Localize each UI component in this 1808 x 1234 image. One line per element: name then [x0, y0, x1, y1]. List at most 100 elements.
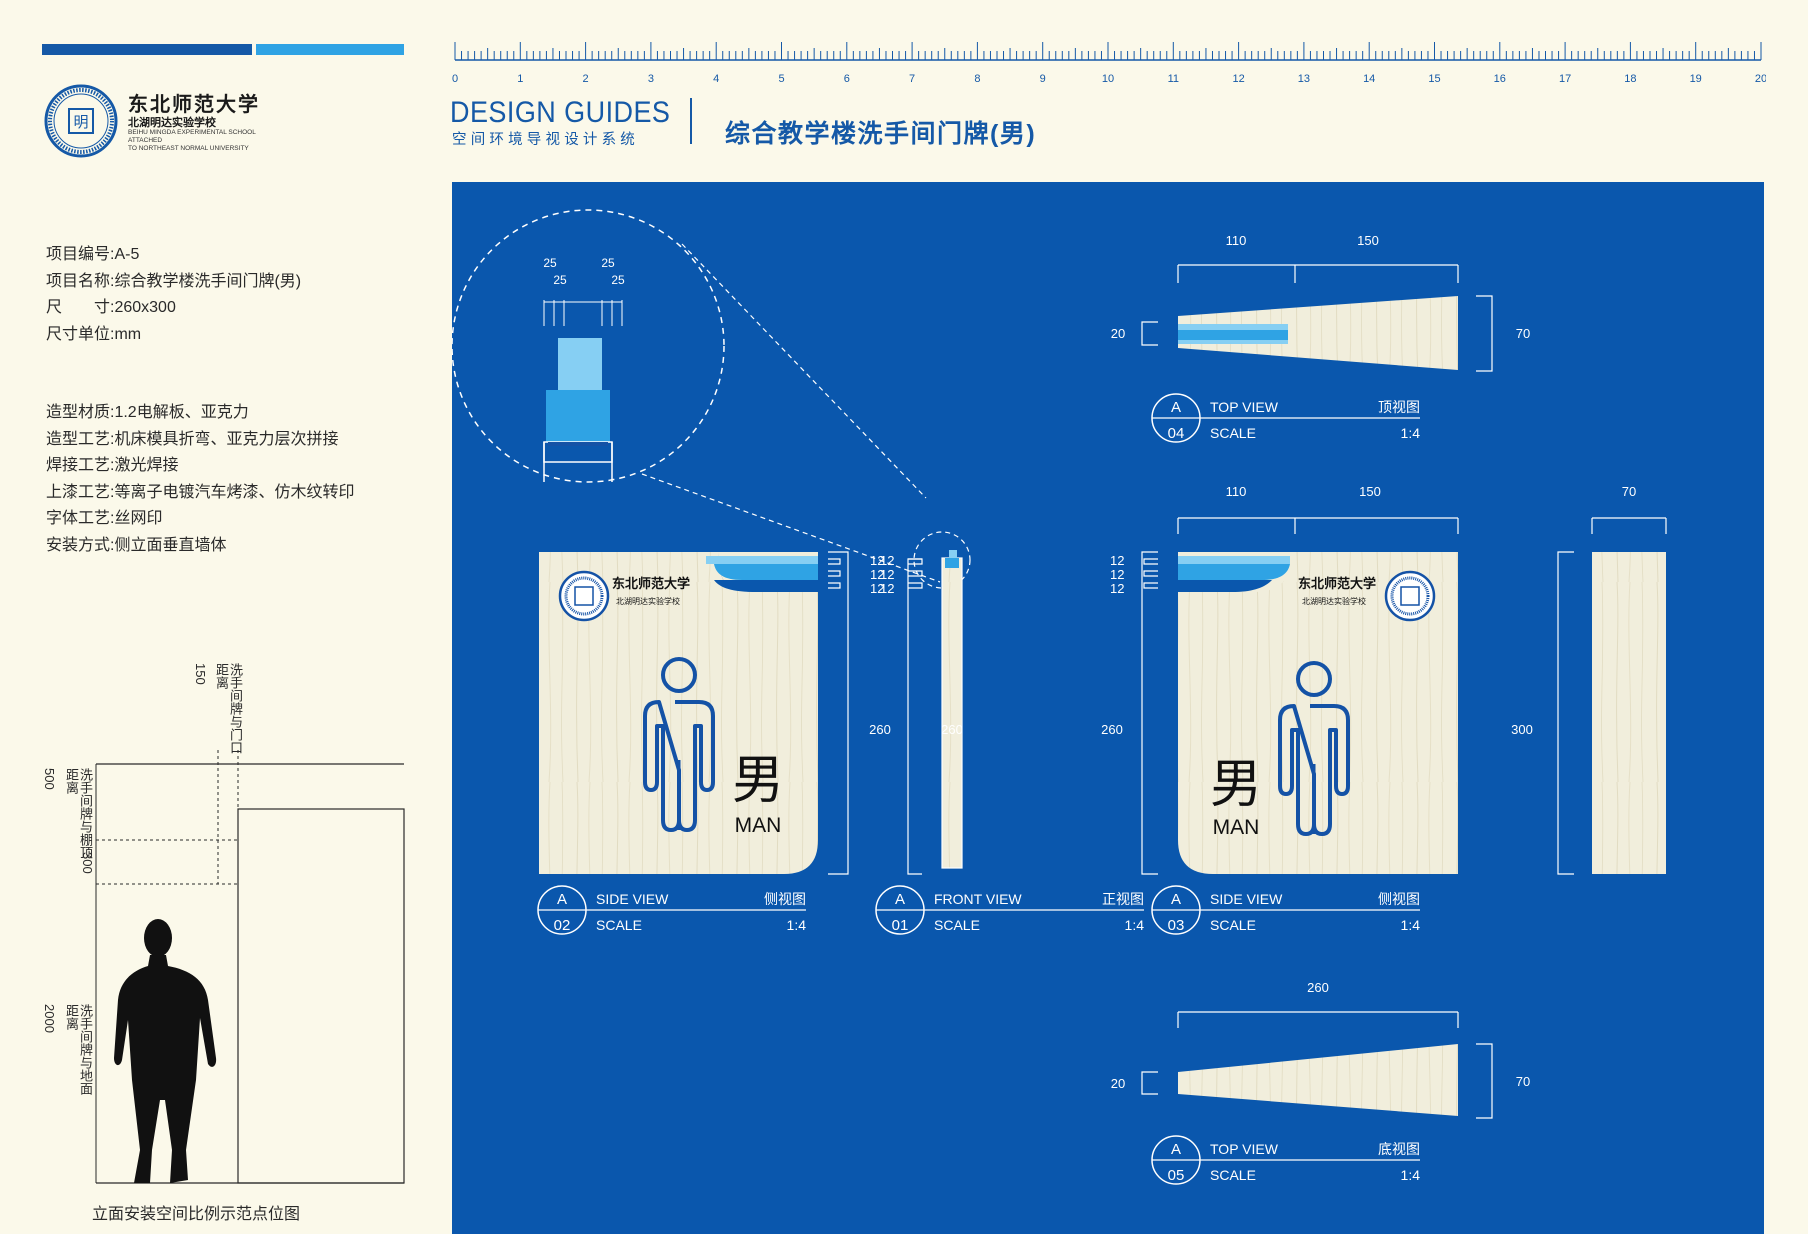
ruler-label-11: 11: [1168, 73, 1179, 85]
dim-300-edge: 300: [1511, 722, 1533, 737]
project-info: 项目编号:A-5 项目名称:综合教学楼洗手间门牌(男) 尺 寸:260x300 …: [46, 242, 301, 348]
ruler-ticks: [454, 42, 1762, 61]
ruler-label-17: 17: [1559, 73, 1571, 85]
install-label-door: 洗手间牌与门口距离: [214, 663, 243, 754]
dim-70-top: 70: [1516, 326, 1530, 341]
ruler-label-19: 19: [1690, 73, 1702, 85]
dim-12-a02-1: 12: [870, 553, 884, 568]
design-guides-title: DESIGN GUIDES: [450, 96, 671, 129]
install-caption: 立面安装空间比例示范点位图: [92, 1206, 301, 1223]
ruler-label-1: 1: [517, 73, 523, 85]
design-guides-subtitle: 空间环境导视设计系统: [452, 132, 639, 148]
side-view-a03: 东北师范大学 北湖明达实验学校 男 MAN 12 12 12 260 110 1…: [1101, 484, 1459, 875]
sign-char-a03: 男: [1210, 755, 1262, 815]
view-number: 01: [892, 917, 909, 934]
dim-12-a02-2: 12: [870, 567, 884, 582]
detail-profile: [543, 338, 613, 482]
ruler-label-2: 2: [583, 73, 589, 85]
view-letter: A: [1171, 1141, 1181, 1158]
view-scale: 1:4: [1401, 1167, 1421, 1183]
ruler-label-12: 12: [1232, 73, 1244, 85]
drawing-canvas: 25 25 25 25 110 150 20 70 东北师范大学 北湖明达实验学…: [452, 182, 1764, 1234]
person-silhouette-icon: [114, 919, 217, 1183]
detail-acrylic-top: [558, 338, 602, 390]
ruler-label-3: 3: [648, 73, 654, 85]
dim-150-a03: 150: [1359, 484, 1381, 499]
view-name-cn: 侧视图: [1378, 891, 1420, 907]
view-scale-label: SCALE: [1210, 917, 1256, 933]
install-diagram: [95, 750, 405, 1184]
view-name-cn: 侧视图: [764, 891, 806, 907]
ruler-label-18: 18: [1624, 73, 1636, 85]
logo-school-en: BEIHU MINGDA EXPERIMENTAL SCHOOL ATTACHE…: [128, 129, 288, 153]
view-scale: 1:4: [1125, 917, 1145, 933]
dim-70-edge: 70: [1622, 484, 1636, 499]
side-view-a02: 东北师范大学 北湖明达实验学校 男 MAN 12 12 12 260: [539, 551, 891, 875]
dim-12-a01-1: 12: [880, 553, 894, 568]
logo-name-cn: 东北师范大学: [128, 92, 260, 116]
front-view-a01: 12 12 12 260: [880, 531, 971, 875]
craft-info: 造型材质:1.2电解板、亚克力 造型工艺:机床模具折弯、亚克力层次拼接 焊接工艺…: [46, 400, 354, 559]
top-view-wedge: [1178, 296, 1458, 370]
dim-12-a02-3: 12: [870, 581, 884, 596]
dim-110-top: 110: [1226, 233, 1247, 248]
edge-view: 70 300: [1511, 484, 1667, 875]
detail-dim-4: 25: [611, 273, 625, 287]
dim-20-a05: 20: [1111, 1076, 1125, 1091]
view-name-cn: 顶视图: [1378, 399, 1420, 415]
project-no: 项目编号:A-5: [46, 246, 140, 263]
view-number: 03: [1168, 917, 1185, 934]
dim-12-a03-1: 12: [1110, 553, 1124, 568]
sign-en-a03: MAN: [1213, 816, 1260, 839]
bottom-view-a05: 260 20 70: [1111, 980, 1530, 1119]
sign-en-a02: MAN: [735, 814, 782, 837]
door-frame: [237, 808, 405, 1184]
dim-12-a01-3: 12: [880, 581, 894, 596]
craft-weld: 焊接工艺:激光焊接: [46, 457, 179, 474]
view-scale: 1:4: [1401, 917, 1421, 933]
dim-260-a01: 260: [941, 722, 963, 737]
technical-drawing: 25 25 25 25 110 150 20 70 东北师范大学 北湖明达实验学…: [452, 209, 1667, 1185]
view-number: 04: [1168, 425, 1185, 442]
ruler-label-7: 7: [909, 73, 915, 85]
page-title: 综合教学楼洗手间门牌(男): [725, 120, 1037, 148]
detail-dimensions: [543, 300, 623, 326]
view-scale-label: SCALE: [1210, 425, 1256, 441]
dim-20-top: 20: [1111, 326, 1125, 341]
view-name: TOP VIEW: [1210, 1141, 1279, 1157]
dim-110-a03: 110: [1226, 484, 1247, 499]
view-letter: A: [1171, 399, 1181, 416]
detail-magnifier-circle: [452, 209, 725, 483]
project-size: 尺 寸:260x300: [46, 299, 176, 316]
title-divider: [690, 98, 692, 144]
view-name-cn: 底视图: [1378, 1141, 1420, 1157]
ruler-label-4: 4: [713, 73, 719, 85]
project-name: 项目名称:综合教学楼洗手间门牌(男): [46, 272, 302, 290]
ruler-label-10: 10: [1102, 73, 1114, 85]
view-name: TOP VIEW: [1210, 399, 1279, 415]
craft-font: 字体工艺:丝网印: [46, 510, 163, 527]
view-name: SIDE VIEW: [596, 891, 669, 907]
logo-school-cn: 北湖明达实验学校: [128, 117, 216, 129]
ruler-label-6: 6: [844, 73, 850, 85]
craft-install: 安装方式:侧立面垂直墙体: [46, 536, 227, 554]
detail-dim-1: 25: [543, 256, 557, 270]
a03-logo-cn: 东北师范大学: [1298, 576, 1376, 592]
craft-forming: 造型工艺:机床模具折弯、亚克力层次拼接: [46, 430, 339, 448]
side-logo-cn: 东北师范大学: [612, 576, 690, 592]
logo-school-en-line2: TO NORTHEAST NORMAL UNIVERSITY: [128, 145, 249, 152]
view-letter: A: [1171, 891, 1181, 908]
ruler-label-15: 15: [1428, 73, 1440, 85]
project-unit: 尺寸单位:mm: [46, 325, 142, 343]
install-val-door: 150: [193, 663, 208, 685]
ruler-label-20: 20: [1755, 73, 1766, 85]
dim-150-top: 150: [1357, 233, 1379, 248]
ruler-label-0: 0: [452, 73, 458, 85]
install-val-ceiling: 500: [42, 768, 57, 790]
top-view-a04: 110 150 20 70: [1111, 233, 1530, 372]
